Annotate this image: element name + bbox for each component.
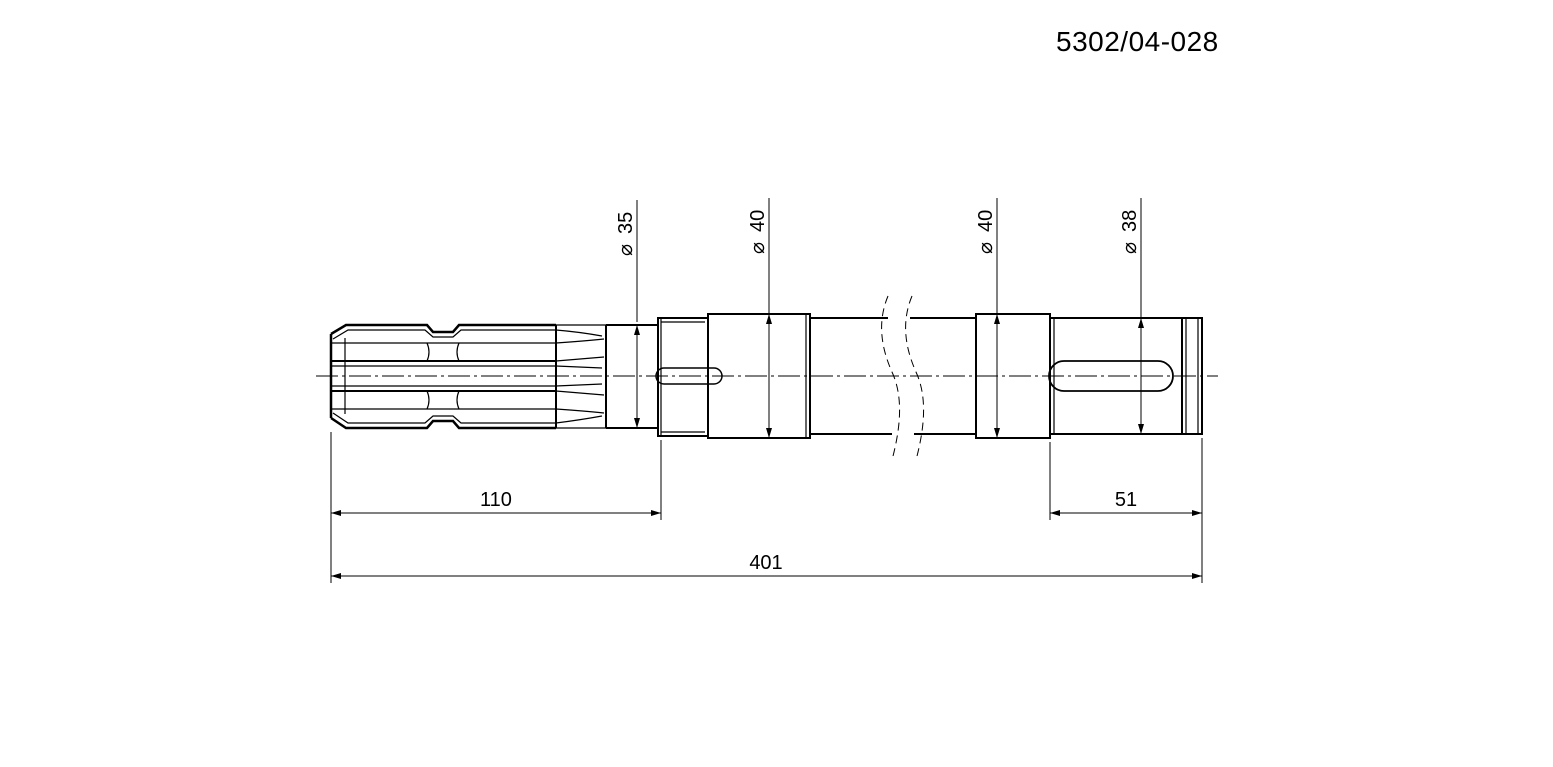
length-label-401: 401 [749,552,782,574]
diameter-symbol-3: ⌀ [975,242,997,254]
length-label-51: 51 [1115,489,1137,511]
part-number-label: 5302/04-028 [1056,26,1219,57]
diameter-label-1: 35 [615,212,637,234]
diameter-symbol-1: ⌀ [615,244,637,256]
diameter-dimension-lines [634,198,1144,438]
shaft-body [606,295,1203,461]
diameter-symbol-2: ⌀ [747,242,769,254]
length-dimension-lines [330,432,1203,583]
length-label-110: 110 [480,489,512,511]
diameter-label-4: 38 [1119,210,1141,232]
diameter-symbol-4: ⌀ [1119,242,1141,254]
diameter-label-2: 40 [747,210,769,232]
diameter-label-3: 40 [975,210,997,232]
spline-shaft-end [329,323,607,430]
